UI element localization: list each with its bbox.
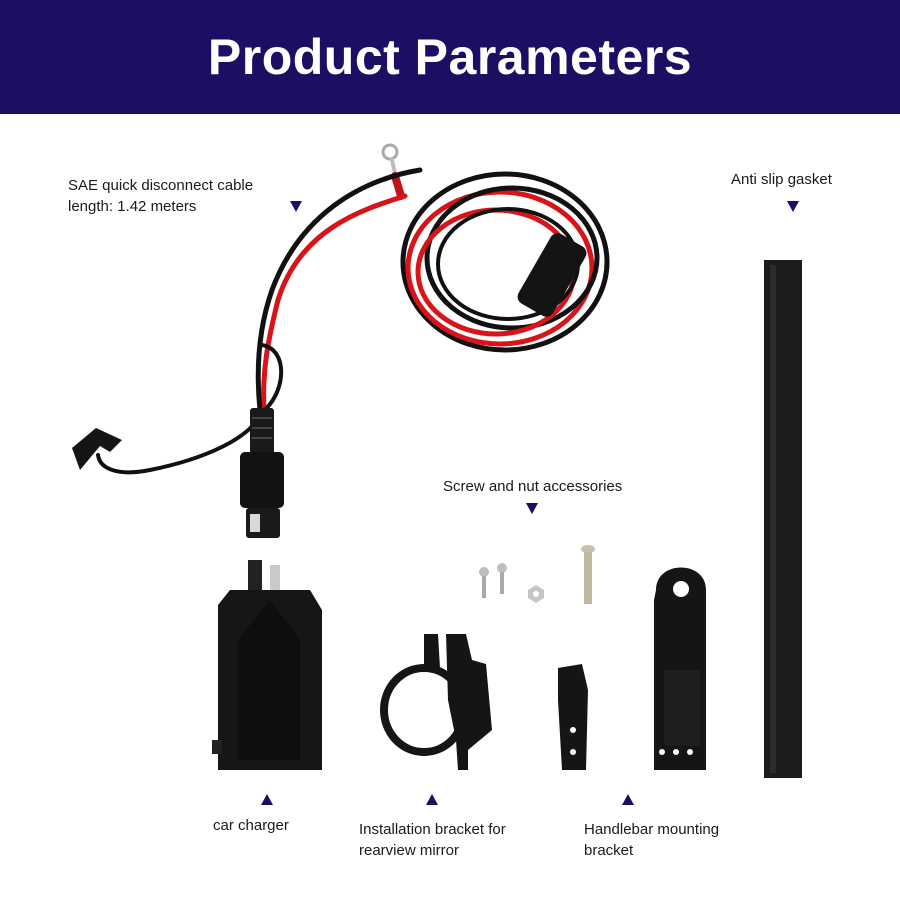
triangle-down-marker-icon <box>526 503 538 514</box>
screws-image <box>479 545 595 604</box>
sae-cable-image <box>96 143 610 475</box>
mirror-bracket-image <box>380 634 492 770</box>
triangle-down-marker-icon <box>290 201 302 212</box>
triangle-up-marker-icon <box>426 794 438 805</box>
label-handlebar-bracket: Handlebar mounting bracket <box>584 821 720 859</box>
label-anti-slip-gasket: Anti slip gasket <box>731 171 832 188</box>
anti-slip-gasket-image <box>764 260 802 778</box>
label-sae-cable: SAE quick disconnect cable length: 1.42 … <box>68 177 254 215</box>
triangle-up-marker-icon <box>261 794 273 805</box>
label-car-charger: car charger <box>213 817 289 834</box>
triangle-down-marker-icon <box>787 201 799 212</box>
page-title: Product Parameters <box>207 29 693 85</box>
header-banner: Product Parameters <box>0 0 900 114</box>
car-charger-image <box>212 560 322 770</box>
label-screw-nut: Screw and nut accessories <box>443 478 623 495</box>
small-bracket-image <box>558 664 588 770</box>
handlebar-bracket-image <box>654 567 706 770</box>
sae-plug-image <box>240 408 284 538</box>
label-mirror-bracket: Installation bracket for rearview mirror <box>359 821 506 859</box>
triangle-up-marker-icon <box>622 794 634 805</box>
